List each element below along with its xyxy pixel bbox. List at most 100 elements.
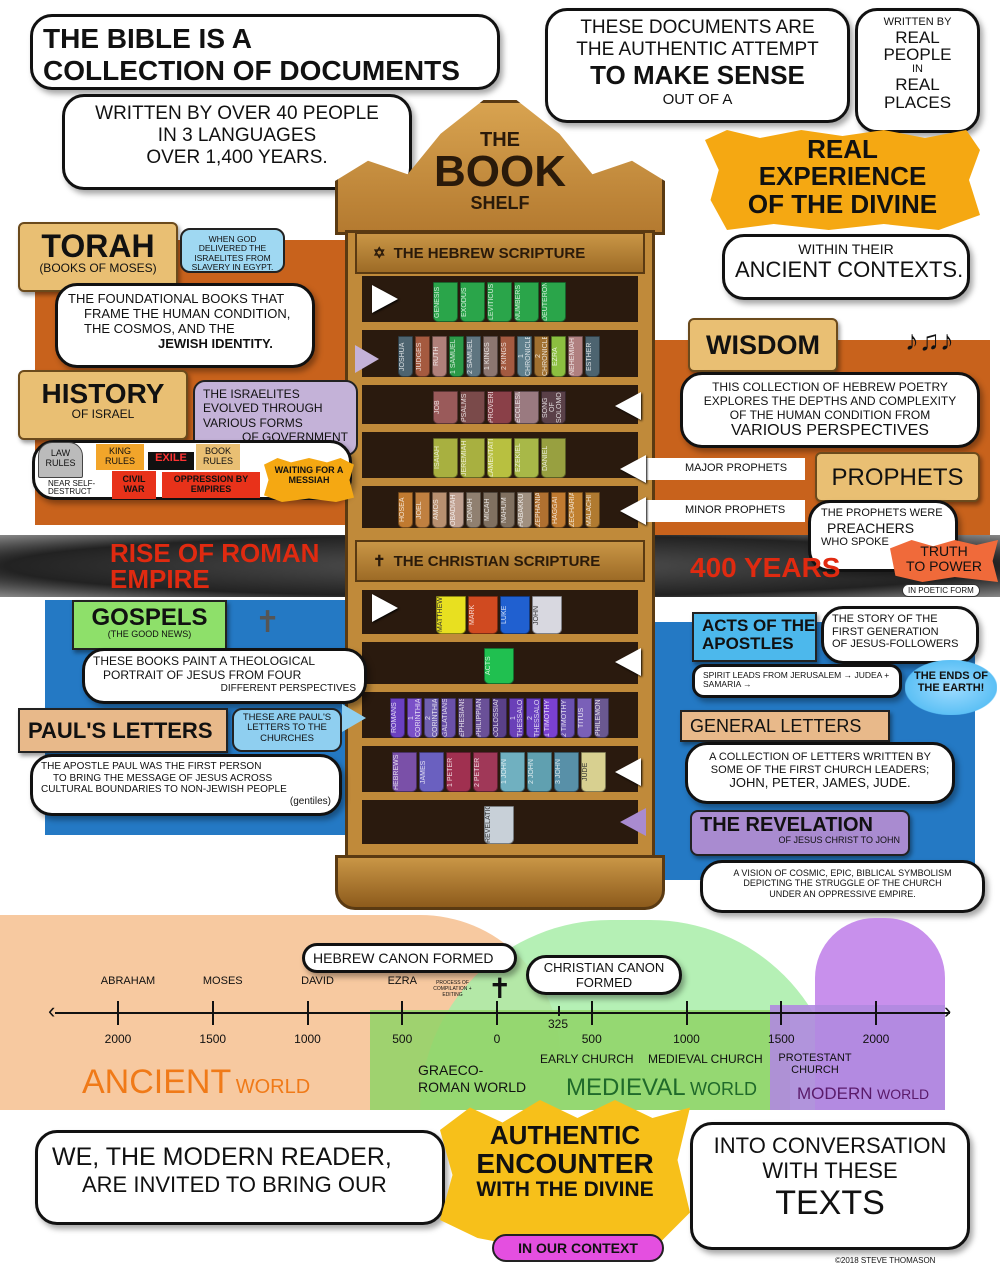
authentic-bubble: These documents are the authentic attemp… [545,8,850,123]
pauls-desc-line: to bring the MESSAGE of JESUS across [53,772,273,784]
our-context-badge: in OUR context [492,1234,664,1262]
wisdom-title: WISDOM [706,330,820,360]
wisdom-scroll: WISDOM [688,318,838,372]
book-spine: 2 Timothy [559,698,575,738]
book-spine: Genesis [432,282,458,322]
acts-path: Spirit leads from Jerusalem → Judea + Sa… [692,664,902,698]
real-people-bubble: written by real people in real places [855,8,980,133]
christian-canon-bubble: CHRISTIAN CANON FORMED [526,955,682,995]
pauls-desc-line: The APOSTLE PAUL was the first person [41,761,262,772]
timeline-figure: David [301,975,334,987]
revelation-desc-line: depicting the struggle of the church [743,878,942,889]
wisdom-desc: This collection of HEBREW POETRY explore… [680,372,980,448]
timeline-tick-label: 500 [581,1032,602,1046]
timeline-tick [117,1001,119,1025]
shelf-minor-prophets: HoseaJoelAmosObadiahJonahMicahNahumHabak… [362,486,638,536]
book-spine: John [532,596,562,634]
intro-sub-bubble: written by over 40 people in 3 languages… [62,94,412,190]
history-arrow [355,345,379,373]
star-of-david-icon: ✡ [373,245,386,262]
book-spine: Romans [389,698,405,738]
book-spine: Zechariah [568,492,583,528]
general-desc-line: A collection of letters written by [709,751,931,763]
major-prophets-arrow [620,455,646,483]
book-spine: Esther [585,336,600,377]
authentic-line: to make sense [590,59,805,90]
gospels-subtitle: (the good news) [107,629,192,640]
timeline-tick [780,1001,783,1025]
intro-sub-line: over 1,400 years. [146,146,328,168]
book-spine: Proverbs [486,391,512,424]
gospels-desc-line: PORTRAIT of JESUS from four [103,667,302,682]
year-325-label: 325 [548,1017,569,1031]
revelation-title-box: THE REVELATION of Jesus Christ to John [690,810,910,856]
timeline-tick-label: 2000 [862,1032,890,1046]
book-spine: Colossians [491,698,507,738]
torah-scroll: TORAH (books of Moses) [18,222,178,292]
book-spine: 1 Chronicles [517,336,532,377]
timeline-tick [590,1001,593,1025]
book-spine: Jonah [466,492,481,528]
acts-desc: The story of the first generation of JES… [821,606,979,664]
divine-experience-burst: REAL EXPERIENCE of the DIVINE [705,130,980,230]
axis-right-arrow-icon: › [944,998,952,1023]
timeline-tick-label: 1000 [294,1032,321,1046]
timeline-axis [55,1012,950,1014]
history-subtitle: of Israel [71,407,135,421]
axis-left-arrow-icon: ‹ [48,998,56,1023]
revelation-desc-line: A vision of cosmic, epic, biblical symbo… [733,868,952,878]
people-line: in [912,63,923,76]
stage-king-rules: King Rules [96,444,144,470]
christian-label-text: THE CHRISTIAN scripture [393,552,601,570]
graeco-medieval-zone [370,1010,790,1110]
pauls-desc-line: (gentiles) [289,795,331,807]
revelation-desc-line: under an oppressive empire. [769,888,916,899]
bookshelf-title: THE BOOK SHELF [420,130,580,212]
shelf-wisdom: JobPsalmsProverbsEcclesiastesSong of Sol… [362,385,638,432]
timeline-marker-325 [557,1006,560,1016]
wisdom-desc-line: explores the depths and complexity [703,393,957,408]
burst-line: TRUTH [920,543,968,559]
shelf-acts: Acts [362,642,638,692]
book-spine: 1 Kings [483,336,498,377]
gospels-desc: These books paint a THEOLOGICAL PORTRAIT… [82,648,367,704]
book-spine: Ezekiel [513,438,539,478]
book-spine: Zephaniah [534,492,549,528]
burst-line: EXPERIENCE [758,161,927,192]
prophets-desc: The prophets were PREACHERS who spoke [808,500,958,572]
book-spine: Leviticus [486,282,512,322]
timeline-tick [496,1001,498,1025]
timeline-figure: Ezra [387,975,417,987]
timeline-figure: Moses [202,975,243,987]
shelf-history: JoshuaJudgesRuth1 Samuel2 Samuel1 Kings2… [362,330,638,385]
bookshelf-title-line: BOOK [434,147,566,196]
book-spine: Deuteronomy [540,282,566,322]
torah-title: TORAH [41,228,155,264]
closing-left-bubble: WE, the MODERN READER, are invited to br… [35,1130,445,1225]
closing-right-bubble: into CONVERSATION with these TEXTS [690,1122,970,1250]
torah-desc-line: frame the HUMAN CONDITION, [84,305,291,321]
prophets-title: PROPHETS [831,464,964,491]
revelation-subtitle: of Jesus Christ to John [778,835,900,845]
world-word: world [877,1086,930,1102]
four-hundred-years: 400 YEARS [690,552,841,583]
era-early-church: Early Church [540,1052,634,1066]
book-spine: Daniel [540,438,566,478]
book-spine: Ruth [432,336,447,377]
book-spine: Mark [468,596,498,634]
torah-arrow [372,285,398,313]
torah-note: When God delivered the Israelites from s… [180,228,285,273]
ancient-world-label: ANCIENT world [82,1063,310,1102]
book-spine: Hebrews [392,752,417,792]
book-spine: James [419,752,444,792]
stage-law-rules: Law Rules [38,442,83,478]
gospels-desc-line: different perspectives [220,682,356,694]
book-spine: 2 Corinthians [423,698,439,738]
cross-icon: ✝ [373,553,386,570]
timeline-figure: Abraham [100,975,156,987]
acts-desc-line: The story of the [832,613,938,625]
timeline-tick [401,1001,404,1025]
empty-tomb-icon: ✝ [255,606,281,639]
book-spine: Ephesians [457,698,473,738]
intro-title-line: THE BIBLE is a [43,23,252,54]
